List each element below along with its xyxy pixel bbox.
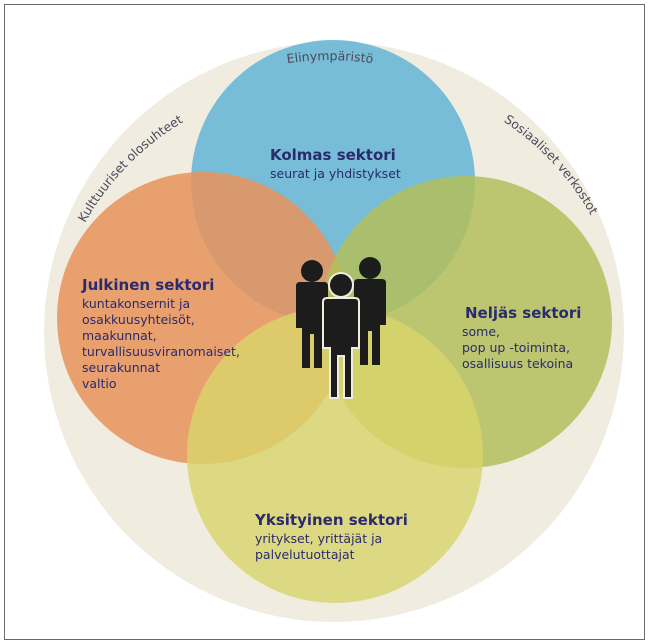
public-sector-line-6: valtio bbox=[82, 376, 117, 391]
fourth-sector-line-3: osallisuus tekoina bbox=[462, 356, 573, 371]
public-sector-title: Julkinen sektori bbox=[81, 276, 214, 294]
private-sector-line-2: palvelutuottajat bbox=[255, 547, 355, 562]
public-sector-line-4: turvallisuusviranomaiset, bbox=[82, 344, 240, 359]
private-sector-circle bbox=[187, 307, 483, 603]
public-sector-line-5: seurakunnat bbox=[82, 360, 160, 375]
public-sector-line-1: kuntakonsernit ja bbox=[82, 296, 190, 311]
fourth-sector-line-1: some, bbox=[462, 324, 500, 339]
public-sector-line-3: maakunnat, bbox=[82, 328, 157, 343]
private-sector-line-1: yritykset, yrittäjät ja bbox=[255, 531, 382, 546]
fourth-sector-line-2: pop up -toiminta, bbox=[462, 340, 570, 355]
ring-label-top: Elinympäristö bbox=[286, 48, 375, 66]
third-sector-title: Kolmas sektori bbox=[270, 146, 396, 164]
private-sector-title: Yksityinen sektori bbox=[254, 511, 408, 529]
fourth-sector-title: Neljäs sektori bbox=[465, 304, 581, 322]
third-sector-line-1: seurat ja yhdistykset bbox=[270, 166, 401, 181]
people-group-icon bbox=[296, 257, 386, 399]
public-sector-line-2: osakkuusyhteisöt, bbox=[82, 312, 195, 327]
